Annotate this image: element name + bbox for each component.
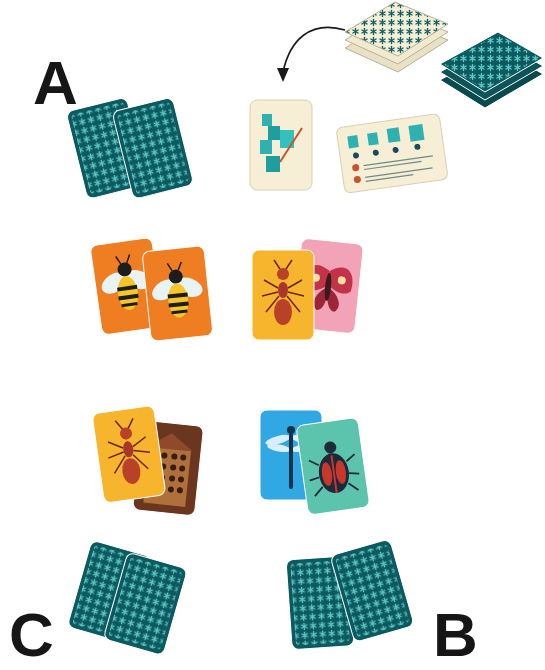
- teal-stack: [440, 32, 543, 108]
- player-letter: C: [9, 604, 54, 666]
- ant-moth-pair: [252, 238, 364, 340]
- ant-hotel-pair: [92, 405, 204, 516]
- player-letter: A: [33, 52, 78, 114]
- player-letter: B: [433, 604, 478, 666]
- rules-card: [336, 114, 448, 194]
- dragonfly-beetle-pair: [260, 410, 370, 515]
- block-card: [250, 100, 312, 190]
- hand-a: [66, 97, 194, 199]
- bee-pair: [90, 237, 213, 341]
- hand-c: [67, 540, 187, 656]
- hand-b: [286, 539, 414, 650]
- draw-arrow: [277, 27, 345, 82]
- cream-stack: [345, 2, 448, 72]
